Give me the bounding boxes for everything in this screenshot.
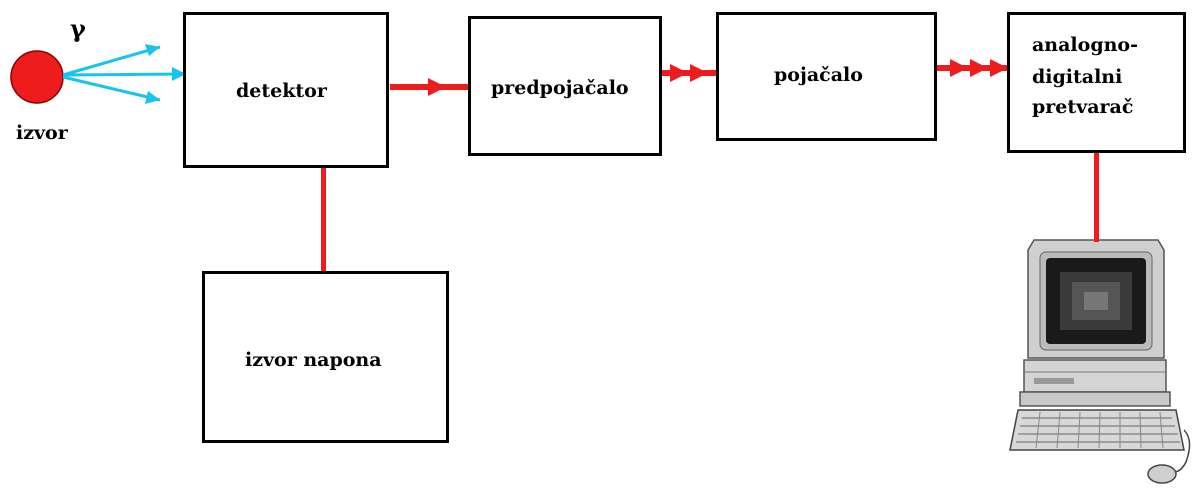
adc-label-line1: analogno- <box>1032 34 1138 56</box>
detector-block: detektor <box>183 12 389 168</box>
detector-label: detektor <box>236 80 327 102</box>
source-label: izvor <box>16 122 68 144</box>
preamplifier-label: predpojačalo <box>491 77 629 99</box>
amplifier-block: pojačalo <box>716 12 937 141</box>
gamma-rays-arrows <box>62 45 186 102</box>
adc-label-line3: pretvarač <box>1032 96 1134 118</box>
signal-arrow-preamp-amp <box>660 64 720 82</box>
signal-arrow-detector-preamp <box>390 78 470 96</box>
radiation-source-circle <box>10 50 64 104</box>
signal-arrow-amp-adc <box>935 59 1010 77</box>
gamma-symbol-label: γ <box>70 14 86 43</box>
connector-detector-power <box>321 168 326 272</box>
gamma-ray-arrowheads <box>145 44 186 104</box>
power-supply-block: izvor napona <box>202 271 449 443</box>
preamplifier-block: predpojačalo <box>468 16 662 156</box>
adc-label-line2: digitalni <box>1032 66 1123 88</box>
adc-block: analogno- digitalni pretvarač <box>1007 12 1186 153</box>
amplifier-label: pojačalo <box>774 64 863 86</box>
computer-icon <box>1009 239 1191 484</box>
connector-adc-computer <box>1094 152 1099 242</box>
power-supply-label: izvor napona <box>245 349 382 371</box>
